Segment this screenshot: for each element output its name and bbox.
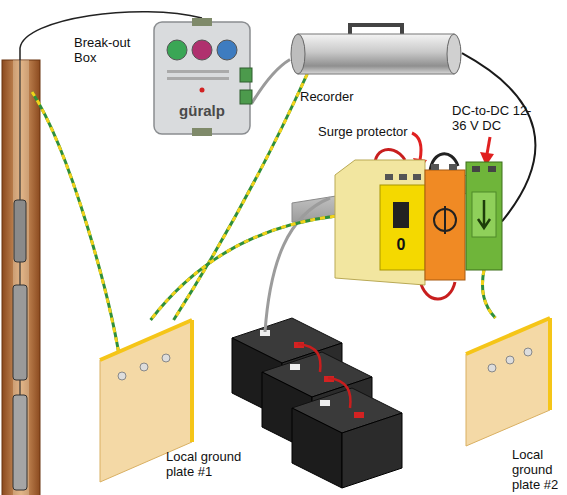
- plate-edge: [466, 318, 550, 354]
- converter-symbol: [478, 200, 490, 228]
- end-cap: [447, 34, 461, 74]
- battery-front: [292, 408, 342, 488]
- borehole-casing: [2, 60, 40, 495]
- plate-edge: [100, 320, 192, 360]
- ground-wire: [151, 216, 335, 320]
- borehole-inner: [13, 60, 29, 495]
- device-label: Local ground plate #2: [512, 448, 566, 493]
- switch-lever: [393, 202, 409, 228]
- connector: [240, 90, 252, 104]
- battery-side: [342, 413, 402, 488]
- bolt-hole: [140, 363, 148, 371]
- converter-face: [472, 192, 496, 237]
- recorder: Recorder: [290, 22, 462, 74]
- device-label: Recorder: [300, 90, 380, 105]
- dc-dc-converter: DC-to-DC 12-36 V DC: [466, 162, 502, 270]
- surge-symbol: [444, 206, 446, 234]
- end-cap: [291, 34, 305, 74]
- battery: [292, 388, 402, 488]
- terminal-screw: [488, 166, 496, 172]
- bolt-hole: [524, 348, 532, 356]
- bolt-hole: [488, 364, 496, 372]
- switch-mark: 0: [391, 236, 411, 254]
- device-label: Surge protector: [318, 125, 430, 140]
- ground-wire: [32, 92, 122, 374]
- terminal-screw: [449, 164, 457, 170]
- signal-cable: [252, 59, 290, 103]
- leader-arrow: [487, 137, 490, 154]
- ground-plate: Local ground plate #1: [100, 320, 192, 482]
- status-led: [200, 88, 205, 93]
- surge-protector: Surge protector0: [335, 160, 465, 285]
- power-wire: [430, 154, 458, 172]
- battery-link: [328, 378, 350, 408]
- panel-line: [167, 70, 229, 73]
- battery-link: [298, 344, 320, 372]
- ground-plate-shape: [466, 318, 550, 446]
- connector-cap: [192, 40, 212, 60]
- battery-terminal: [320, 400, 330, 406]
- plate-edge: [190, 320, 194, 442]
- dc-dc-converter-shape: [466, 162, 502, 270]
- ground-wire: [482, 270, 495, 318]
- terminal-screw: [385, 174, 393, 180]
- brand-logo: güralp: [166, 102, 238, 119]
- connector: [192, 18, 212, 26]
- recorder-shape: [290, 22, 462, 74]
- ground-wire: [482, 270, 495, 318]
- ground-wire-stripe: [482, 270, 495, 318]
- converter-body: [466, 162, 502, 270]
- ground-plate: [466, 318, 550, 446]
- breakout-box: Break-out Boxgüralp: [152, 18, 252, 136]
- bolt-hole: [162, 354, 170, 362]
- terminal-screw: [431, 164, 439, 170]
- terminal-screw: [472, 166, 480, 172]
- signal-cable: [252, 59, 290, 103]
- plate-edge: [548, 318, 552, 410]
- connector: [192, 128, 212, 136]
- battery-terminal: [354, 412, 364, 418]
- surge-protector-shape: [335, 160, 465, 285]
- terminal-screw: [413, 174, 421, 180]
- panel-line: [167, 77, 229, 80]
- module-base: [335, 160, 425, 285]
- ground-wire-stripe: [151, 216, 335, 320]
- terminal-screw: [399, 174, 407, 180]
- bolt-hole: [118, 372, 126, 380]
- leader-arrow: [412, 133, 421, 160]
- ground-plate: Local ground plate #2: [466, 318, 550, 446]
- device-label: DC-to-DC 12-36 V DC: [452, 104, 534, 134]
- recorder-body: [298, 34, 454, 74]
- battery-terminal: [290, 364, 300, 370]
- device-body: [154, 22, 250, 134]
- connector-cap: [217, 40, 237, 60]
- device-label: Local ground plate #1: [166, 450, 252, 480]
- sensor-capsule: [13, 285, 27, 380]
- bolt-hole: [506, 356, 514, 364]
- connector-cap: [167, 40, 187, 60]
- sensor-capsule: [13, 395, 27, 490]
- device-label: Break-out Box: [74, 36, 156, 66]
- connector: [240, 68, 252, 82]
- ground-wire: [151, 216, 335, 320]
- surge-module: [425, 170, 465, 280]
- module-face: [380, 185, 425, 270]
- ground-wire: [32, 92, 122, 374]
- sensor-capsule: [14, 200, 26, 262]
